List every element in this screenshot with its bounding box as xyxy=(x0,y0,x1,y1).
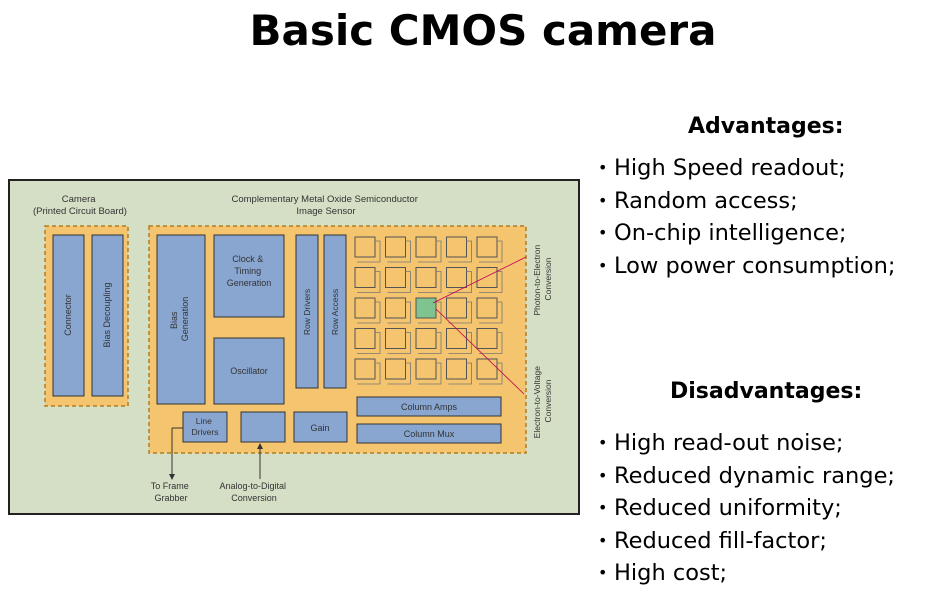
pixel-wire xyxy=(418,301,442,324)
list-item: Reduced dynamic range; xyxy=(598,460,895,493)
disadvantages-heading: Disadvantages: xyxy=(670,379,863,404)
pixel-wire xyxy=(479,362,503,385)
connector-label: Connector xyxy=(63,294,73,336)
pixel-wire xyxy=(357,301,381,324)
pixel-cell xyxy=(415,328,437,349)
pixel-cell xyxy=(354,328,376,349)
pixel-wire xyxy=(448,301,472,324)
advantages-list: High Speed readout; Random access; On-ch… xyxy=(598,152,895,282)
pixel-wire xyxy=(357,271,381,293)
pixel-wire xyxy=(448,362,472,385)
list-item: Reduced uniformity; xyxy=(598,492,895,525)
column-amps-label: Column Amps xyxy=(401,402,458,412)
column-amps-block xyxy=(356,396,502,417)
pixel-wire xyxy=(418,362,442,385)
oscillator-block xyxy=(213,337,285,405)
pixel-wire xyxy=(479,271,503,293)
line-drivers-label: Line Drivers xyxy=(192,416,219,437)
row-drivers-label: Row Drivers xyxy=(302,289,312,335)
pixel-cell xyxy=(476,236,498,258)
photon-pointer xyxy=(432,256,527,304)
column-mux-label: Column Mux xyxy=(404,429,455,439)
sensor-label: Complementary Metal Oxide Semiconductor … xyxy=(231,194,420,217)
pixel-wire xyxy=(479,240,503,263)
gain-block xyxy=(293,411,348,443)
board-label: Camera (Printed Circuit Board) xyxy=(33,194,127,217)
pixel-wire xyxy=(418,271,442,293)
pixel-wire xyxy=(479,332,503,354)
line-drivers-block xyxy=(182,411,228,443)
gain-label: Gain xyxy=(310,423,329,433)
pixel-cell xyxy=(415,297,437,319)
pixel-array xyxy=(354,236,503,385)
pixel-wire xyxy=(387,271,411,293)
electron-pointer xyxy=(435,308,525,395)
clock-timing-label: Clock & Timing Generation xyxy=(227,254,272,288)
page-title: Basic CMOS camera xyxy=(249,6,717,55)
row-drivers-block xyxy=(295,234,319,389)
list-item: On-chip intelligence; xyxy=(598,217,895,250)
pixel-wire xyxy=(387,240,411,263)
pixel-cell xyxy=(385,358,406,380)
list-item: High read-out noise; xyxy=(598,427,895,460)
pixel-wire xyxy=(448,271,472,293)
pixel-cell xyxy=(385,297,406,319)
pixel-cell xyxy=(476,267,498,288)
bias-generation-block xyxy=(156,234,206,405)
pixel-wire xyxy=(357,332,381,354)
list-item: Low power consumption; xyxy=(598,250,895,283)
pixel-wire xyxy=(418,332,442,354)
pixel-wire xyxy=(387,301,411,324)
pixel-cell xyxy=(354,267,376,288)
list-item: High cost; xyxy=(598,557,895,590)
clock-timing-block xyxy=(213,234,285,318)
disadvantages-list: High read-out noise; Reduced dynamic ran… xyxy=(598,427,895,590)
pixel-wire xyxy=(448,240,472,263)
bias-decoupling-block xyxy=(91,234,124,397)
oscillator-label: Oscillator xyxy=(230,366,268,376)
frame-grabber-label: To Frame Grabber xyxy=(151,481,192,503)
pixel-cell xyxy=(476,358,498,380)
pixel-cell xyxy=(446,297,467,319)
advantages-heading: Advantages: xyxy=(688,114,844,139)
pixel-cell xyxy=(476,328,498,349)
pixel-wire xyxy=(479,301,503,324)
pixel-cell xyxy=(415,236,437,258)
bias-decoupling-label: Bias Decoupling xyxy=(102,282,112,347)
row-access-block xyxy=(323,234,347,389)
pixel-wire xyxy=(387,332,411,354)
list-item: High Speed readout; xyxy=(598,152,895,185)
pixel-cell xyxy=(476,297,498,319)
electron-conversion-label: Electron-to-Voltage Conversion xyxy=(532,364,553,439)
adc-block xyxy=(240,411,286,443)
pixel-cell xyxy=(446,236,467,258)
list-item: Random access; xyxy=(598,185,895,218)
pixel-cell xyxy=(446,267,467,288)
row-access-label: Row Access xyxy=(330,289,340,335)
pixel-cell xyxy=(354,358,376,380)
pixel-cell xyxy=(385,236,406,258)
column-mux-block xyxy=(356,423,502,444)
pixel-cell xyxy=(415,358,437,380)
pixel-cell xyxy=(354,236,376,258)
cmos-camera-diagram: Camera (Printed Circuit Board) Complemen… xyxy=(8,179,580,515)
pixel-cell xyxy=(354,297,376,319)
pixel-wire xyxy=(387,362,411,385)
bias-generation-label: Bias Generation xyxy=(169,297,190,342)
list-item: Reduced fill-factor; xyxy=(598,525,895,558)
pixel-cell xyxy=(385,328,406,349)
pixel-cell xyxy=(446,358,467,380)
pixel-cell xyxy=(446,328,467,349)
connector-block xyxy=(52,234,85,397)
adc-label: Analog-to-Digital Conversion xyxy=(219,481,288,503)
pixel-wire xyxy=(418,240,442,263)
pixel-cell xyxy=(415,267,437,288)
pixel-wire xyxy=(357,240,381,263)
pixel-cell xyxy=(385,267,406,288)
photon-conversion-label: Photon-to-Electron Conversion xyxy=(532,242,553,315)
pixel-wire xyxy=(357,362,381,385)
